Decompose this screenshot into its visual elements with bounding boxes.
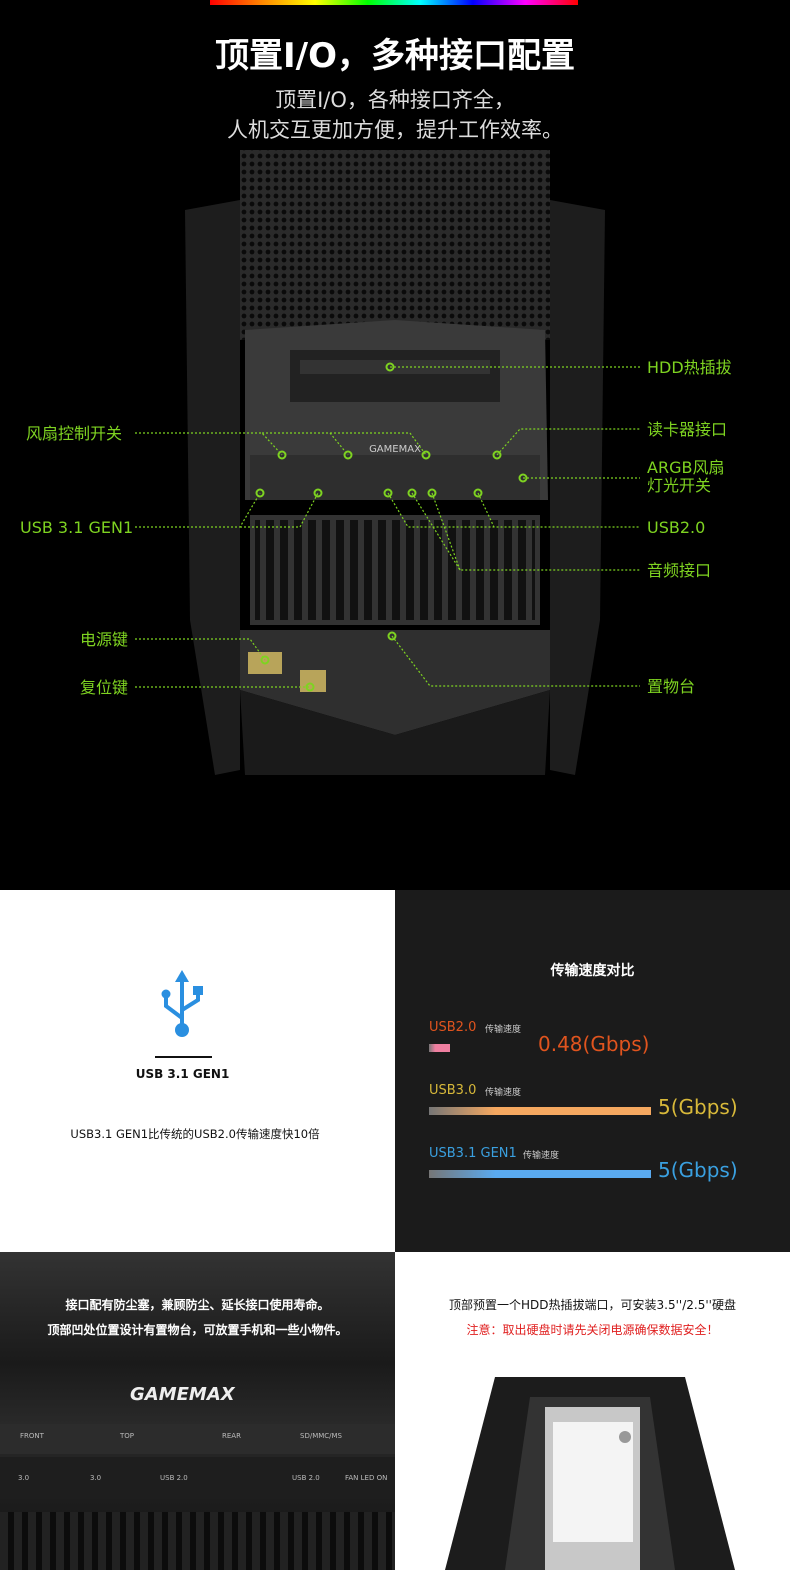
- dust-line-2: 顶部凹处位置设计有置物台，可放置手机和一些小物件。: [47, 1323, 348, 1337]
- usb-desc: USB3.1 GEN1比传统的USB2.0传输速度快10倍: [70, 1127, 320, 1141]
- callout-light-switch: 灯光开关: [647, 476, 712, 495]
- section-title: 顶置I/O，多种接口配置: [215, 36, 575, 76]
- case-brand: GAMEMAX: [369, 444, 421, 455]
- brand-logo: GAMEMAX: [130, 1384, 235, 1405]
- callout-hdd-hotswap: HDD热插拔: [647, 358, 732, 377]
- callout-reset-button: 复位键: [80, 678, 129, 697]
- callout-tray: 置物台: [647, 677, 696, 696]
- callout-fan-control-switch: 风扇控制开关: [26, 424, 123, 443]
- usb-panel: USB 3.1 GEN1 USB3.1 GEN1比传统的USB2.0传输速度快1…: [0, 890, 395, 1252]
- top-io-section: 顶置I/O，多种接口配置 顶置I/O，各种接口齐全， 人机交互更加方便，提升工作…: [20, 0, 732, 775]
- hdd-panel: 顶部预置一个HDD热插拔端口，可安装3.5''/2.5''硬盘 注意：取出硬盘时…: [395, 1252, 790, 1570]
- case-illustration: GAMEMAX: [135, 150, 640, 775]
- speed-row-name: USB3.0: [429, 1083, 477, 1098]
- callout-power-button: 电源键: [80, 630, 129, 649]
- callout-usb31-gen1: USB 3.1 GEN1: [20, 518, 134, 537]
- dust-line-1: 接口配有防尘塞，兼顾防尘、延长接口使用寿命。: [65, 1298, 330, 1312]
- callout-usb20: USB2.0: [647, 518, 706, 537]
- hdd-line-1: 顶部预置一个HDD热插拔端口，可安装3.5''/2.5''硬盘: [449, 1298, 736, 1312]
- speed-comparison-panel: 传输速度对比 USB2.0 传输速度 0.48(Gbps) USB3.0 传输速…: [395, 890, 790, 1252]
- port-label: 3.0: [18, 1474, 30, 1482]
- usb-title: USB 3.1 GEN1: [135, 1067, 230, 1081]
- speed-value: 5(Gbps): [658, 1158, 738, 1182]
- speed-row-sub: 传输速度: [485, 1025, 522, 1035]
- subtitle-line-2: 人机交互更加方便，提升工作效率。: [227, 118, 563, 142]
- speed-value: 0.48(Gbps): [538, 1032, 650, 1056]
- port-label: SD/MMC/MS: [300, 1432, 342, 1440]
- speed-bar: [429, 1170, 651, 1178]
- port-label: FAN LED ON: [345, 1474, 388, 1482]
- speed-bar: [429, 1044, 450, 1052]
- port-label: FRONT: [20, 1432, 44, 1440]
- port-label: USB 2.0: [160, 1474, 188, 1482]
- port-label: USB 2.0: [292, 1474, 320, 1482]
- port-label: REAR: [222, 1432, 241, 1440]
- speed-bar: [429, 1107, 651, 1115]
- dust-plug-panel: 接口配有防尘塞，兼顾防尘、延长接口使用寿命。 顶部凹处位置设计有置物台，可放置手…: [0, 1252, 395, 1570]
- subtitle-line-1: 顶置I/O，各种接口齐全，: [275, 88, 515, 112]
- speed-row-name: USB3.1 GEN1: [429, 1146, 517, 1161]
- hdd-warning: 注意：取出硬盘时请先关闭电源确保数据安全！: [466, 1323, 719, 1337]
- divider: [155, 1056, 212, 1058]
- hdd-photo: [445, 1377, 735, 1570]
- port-label: 3.0: [90, 1474, 102, 1482]
- speed-row-sub: 传输速度: [485, 1088, 522, 1098]
- speed-row-name: USB2.0: [429, 1020, 477, 1035]
- callout-argb-fan: ARGB风扇: [647, 458, 725, 477]
- callout-audio: 音频接口: [647, 561, 712, 580]
- speed-value: 5(Gbps): [658, 1095, 738, 1119]
- speed-title: 传输速度对比: [550, 963, 635, 979]
- port-label: TOP: [120, 1432, 135, 1440]
- speed-row-sub: 传输速度: [523, 1151, 560, 1161]
- callout-card-reader: 读卡器接口: [647, 420, 728, 439]
- rainbow-strip: [210, 0, 578, 5]
- usb-icon: [161, 970, 203, 1037]
